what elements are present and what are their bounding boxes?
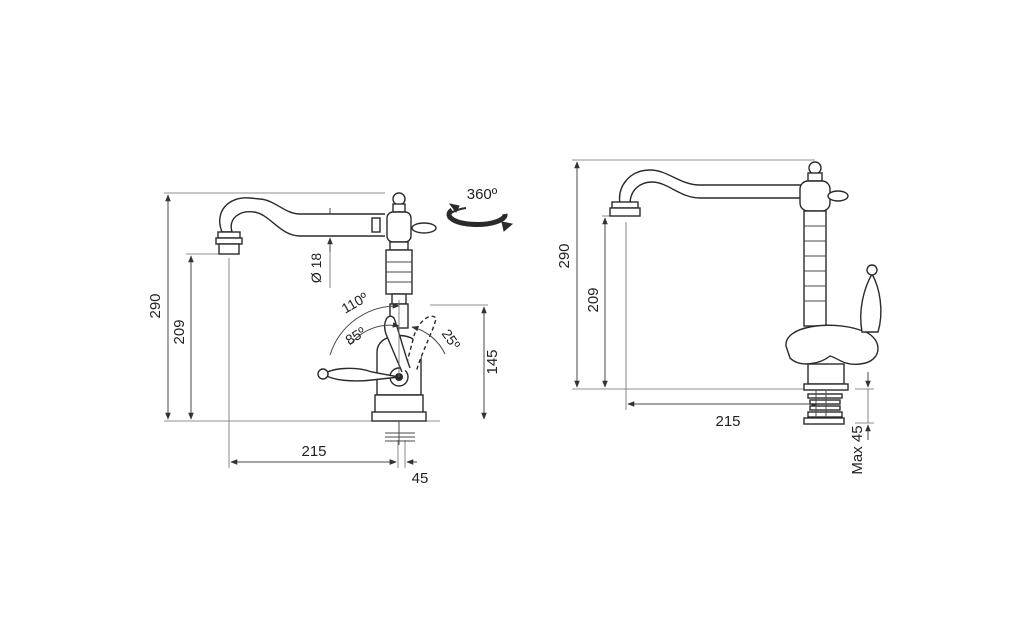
- left-lever: [317, 315, 437, 382]
- right-view: 290 209 215 Max 45: [556, 159, 882, 475]
- rotation-indicator: 360º: [446, 186, 514, 232]
- left-diameter-label: Ø 18: [308, 253, 324, 284]
- angle-110-label: 110º: [339, 289, 371, 317]
- left-body-height-label: 145: [484, 349, 501, 374]
- right-spout: [609, 169, 805, 217]
- right-body: [785, 161, 882, 425]
- right-max-thickness-label: Max 45: [849, 425, 866, 474]
- left-height-spout-label: 209: [171, 319, 188, 344]
- left-height-total-label: 290: [147, 293, 164, 318]
- left-base-offset-label: 45: [412, 470, 429, 487]
- right-dim-215: 215: [627, 401, 819, 430]
- left-dim-145: 145: [481, 306, 501, 420]
- left-dim-45: 45: [386, 459, 429, 487]
- right-dim-max45: Max 45: [849, 372, 871, 475]
- left-dim-290: 290: [147, 194, 171, 420]
- right-dim-209: 209: [585, 217, 608, 388]
- right-height-spout-label: 209: [585, 287, 602, 312]
- right-reach-label: 215: [715, 413, 740, 430]
- left-dim-209: 209: [171, 255, 194, 420]
- right-dim-290: 290: [556, 161, 580, 388]
- left-reach-label: 215: [301, 443, 326, 460]
- left-view: 290 209 215 45 145 Ø 18: [147, 186, 514, 487]
- rotation-label: 360º: [467, 186, 498, 203]
- right-height-total-label: 290: [556, 243, 573, 268]
- left-spout: [215, 197, 385, 255]
- left-dim-215: 215: [230, 443, 397, 465]
